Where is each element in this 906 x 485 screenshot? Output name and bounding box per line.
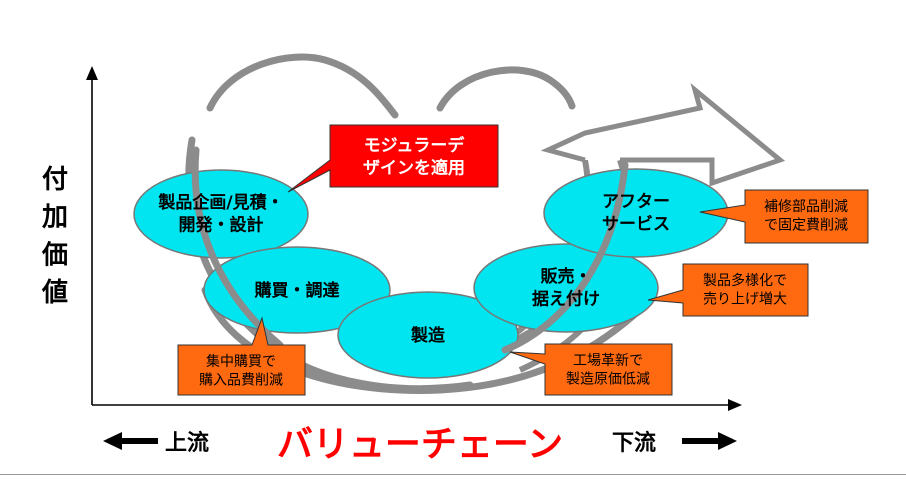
callout-procurement: 集中購買で購入品費削減 (177, 316, 306, 396)
arrow-head-outline (540, 83, 786, 187)
callout-modular: モジュラーデザインを適用 (287, 124, 499, 193)
value-chain-title: バリューチェーン (277, 424, 563, 465)
right-arrow-icon (682, 432, 737, 450)
ellipse-planning (133, 169, 309, 259)
stage-manufacturing-label: 製造 (410, 325, 446, 346)
callout-variety-text: 製品多様化で売り上げ増大 (703, 272, 787, 307)
stage-sales-label: 販売・据え付け (532, 266, 600, 309)
top-wave-left (206, 53, 399, 119)
y-axis-label: 付加価値 (41, 165, 68, 308)
stage-planning-label: 製品企画/見積・開発・設計 (157, 192, 283, 235)
front-curve-left (191, 146, 284, 349)
ellipse-manufacturing (337, 291, 519, 379)
x-axis-arrowhead (728, 399, 742, 411)
left-arrow-icon (103, 432, 158, 450)
top-wave-right (436, 66, 576, 112)
front-curve-right (501, 161, 629, 354)
upstream-group: 上流 (103, 430, 209, 456)
callout-repair-text: 補修部品削減で固定費削減 (764, 198, 848, 233)
ellipse-sales (473, 243, 659, 333)
downstream-label: 下流 (612, 430, 656, 456)
ellipse-after-service (543, 168, 729, 258)
stage-after-service-label: アフターサービス (602, 192, 670, 234)
callout-factory-text: 工場革新で製造原価低減 (566, 353, 650, 387)
callout-factory: 工場革新で製造原価低減 (509, 343, 673, 396)
bottom-divider (0, 474, 906, 475)
stage-ellipses (133, 168, 729, 379)
upstream-label: 上流 (165, 430, 209, 456)
y-axis-arrowhead (86, 66, 98, 80)
downstream-group: 下流 (612, 430, 737, 456)
callout-variety: 製品多様化で売り上げ増大 (647, 263, 809, 317)
callout-procurement-text: 集中購買で購入品費削減 (199, 353, 283, 388)
callout-repair: 補修部品削減で固定費削減 (699, 189, 869, 244)
callout-modular-text: モジュラーデザインを適用 (363, 135, 465, 178)
stage-purchasing-label: 購買・調達 (255, 280, 340, 301)
